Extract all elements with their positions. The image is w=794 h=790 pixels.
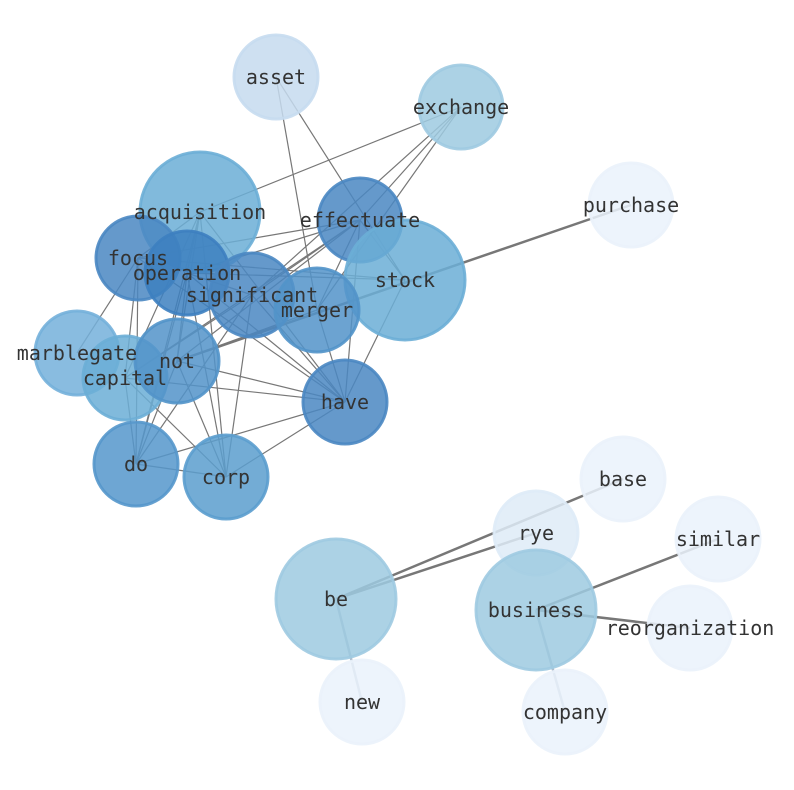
node-label: base	[599, 467, 647, 491]
node-label: do	[124, 452, 148, 476]
node-circle	[521, 668, 609, 756]
node-label: capital	[83, 366, 167, 390]
node-circle	[587, 161, 675, 249]
node-circle	[232, 33, 320, 121]
node-business	[474, 548, 598, 672]
node-base	[579, 435, 667, 523]
node-label: operation	[133, 261, 241, 285]
nodes-layer: asset exchange purchase acquisition effectua…	[17, 33, 775, 756]
node-label: exchange	[413, 95, 509, 119]
node-label: similar	[676, 527, 760, 551]
node-circle	[182, 433, 270, 521]
node-label: rye	[518, 521, 554, 545]
node-new	[318, 658, 406, 746]
node-circle	[133, 317, 221, 405]
node-reorganization	[646, 584, 734, 672]
node-merger	[273, 266, 361, 354]
node-label: stock	[375, 268, 435, 292]
node-label: have	[321, 390, 369, 414]
node-circle	[474, 548, 598, 672]
node-similar	[674, 495, 762, 583]
node-label: new	[344, 690, 381, 714]
node-label: be	[324, 587, 348, 611]
node-circle	[301, 358, 389, 446]
node-circle	[274, 537, 398, 661]
node-label: company	[523, 700, 607, 724]
node-asset	[232, 33, 320, 121]
node-label: effectuate	[300, 208, 420, 232]
node-label: focus	[108, 246, 168, 270]
node-label: purchase	[583, 193, 679, 217]
node-label: not	[159, 349, 195, 373]
node-do	[92, 420, 180, 508]
node-label: reorganization	[606, 616, 775, 640]
node-corp	[182, 433, 270, 521]
node-label: acquisition	[134, 200, 266, 224]
node-label: marblegate	[17, 341, 137, 365]
node-purchase	[587, 161, 675, 249]
node-circle	[674, 495, 762, 583]
node-label: significant	[186, 283, 318, 307]
node-label: asset	[246, 65, 306, 89]
node-exchange	[417, 63, 505, 151]
node-circle	[646, 584, 734, 672]
node-label: business	[488, 598, 584, 622]
node-label: merger	[281, 298, 353, 322]
node-circle	[273, 266, 361, 354]
node-label: corp	[202, 465, 250, 489]
node-circle	[579, 435, 667, 523]
node-company	[521, 668, 609, 756]
node-circle	[318, 658, 406, 746]
node-circle	[92, 420, 180, 508]
node-circle	[417, 63, 505, 151]
node-be	[274, 537, 398, 661]
node-have	[301, 358, 389, 446]
node-not	[133, 317, 221, 405]
